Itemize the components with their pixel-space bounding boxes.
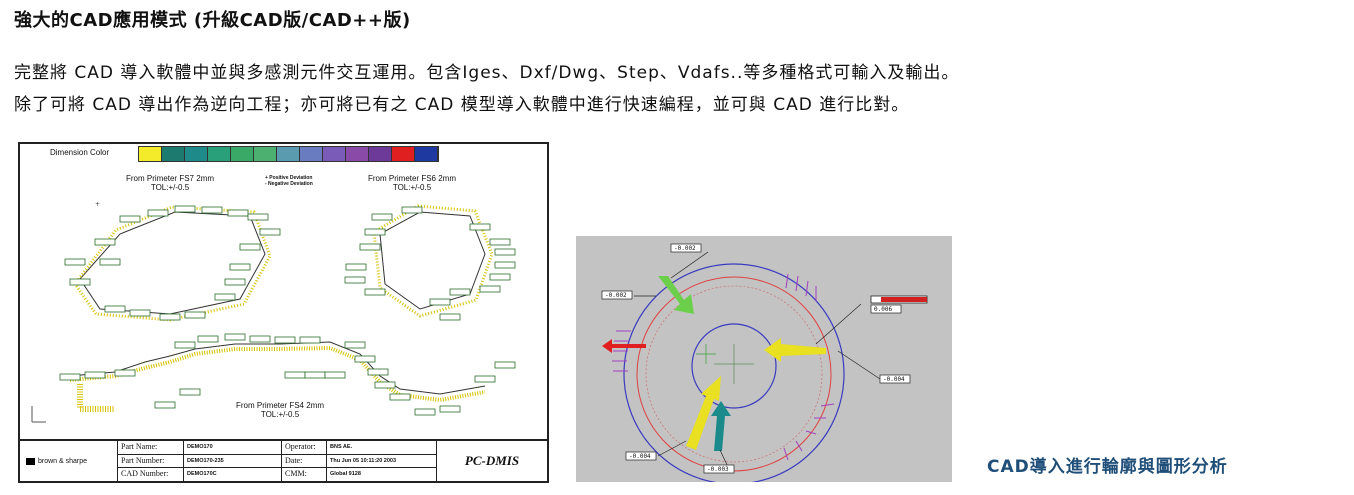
intro-paragraph-line-1: 完整將 CAD 導入軟體中並與多感測元件交互運用。包含Iges、Dxf/Dwg、…: [14, 63, 960, 83]
operator-values-column: BNS AE. Thu Jun 05 10:11:20 2003 Global …: [327, 441, 437, 481]
cad-number-label: CAD Number:: [121, 469, 169, 479]
plot3-tolerance: TOL:+/-0.5: [260, 410, 300, 419]
plot3-title-block: From Primeter FS4 2mm TOL:+/-0.5: [220, 401, 340, 419]
color-swatch-13: [415, 147, 438, 161]
color-swatch-8: [300, 147, 323, 161]
cmm-value: Global 9128: [330, 471, 361, 478]
plot3-title: From Primeter FS4 2mm: [235, 401, 324, 410]
deviation-labels: -0.002 -0.002 0.006 -0.004 -0.004 -0.003: [601, 243, 911, 474]
cad-label-5: -0.004: [629, 453, 651, 460]
axis-markers: +: [31, 201, 100, 423]
operator-labels-column: Operator: Date: CMM:: [282, 441, 327, 481]
brand-logo-icon: [26, 457, 35, 465]
color-swatch-10: [346, 147, 369, 161]
color-swatch-1: [139, 147, 162, 161]
plot3-labels: [59, 333, 516, 416]
color-swatch-3: [185, 147, 208, 161]
brand-name: brown & sharpe: [38, 457, 88, 465]
part-name-value: DEMO170: [184, 441, 281, 455]
plot2-contour: [372, 204, 494, 318]
dimension-color-scale: [138, 146, 439, 162]
color-swatch-9: [323, 147, 346, 161]
svg-text:+: +: [95, 201, 100, 208]
software-name: PC-DMIS: [464, 453, 520, 468]
operator-value: BNS AE.: [327, 441, 436, 455]
color-swatch-11: [369, 147, 392, 161]
dimension-color-label: Dimension Color: [50, 148, 110, 157]
color-swatch-12: [392, 147, 415, 161]
plot3-contour: [69, 341, 486, 412]
red-scale-bar: [870, 295, 928, 304]
part-number-value: DEMO170-235: [184, 455, 281, 469]
part-name-label: Part Name:: [118, 441, 183, 455]
cad-label-box-2: [601, 290, 633, 300]
date-label: Date:: [282, 455, 326, 469]
plot1-title: From Primeter FS7 2mm: [125, 174, 214, 183]
legend-negative: - Negative Deviation: [265, 181, 313, 187]
cad-label-4: -0.004: [883, 376, 905, 383]
cad-label-box-1: [670, 243, 702, 253]
cad-label-1: -0.002: [674, 245, 696, 252]
cad-number-value: DEMO170C: [187, 471, 217, 478]
outer-circles: [623, 263, 845, 485]
part-labels-column: Part Name: Part Number: CAD Number:: [118, 441, 184, 481]
legend-positive: + Positive Deviation: [265, 175, 313, 181]
color-swatch-4: [208, 147, 231, 161]
operator-label: Operator:: [282, 441, 326, 455]
brand-logo: brown & sharpe: [20, 441, 118, 481]
cad-label-6: -0.003: [707, 466, 729, 473]
report-info-table: brown & sharpe Part Name: Part Number: C…: [20, 439, 547, 481]
part-values-column: DEMO170 DEMO170-235 DEMO170C: [184, 441, 282, 481]
plot2-title: From Primeter FS6 2mm: [367, 174, 456, 183]
deviation-whiskers: [612, 273, 835, 461]
cad-label-box-3: [870, 304, 902, 314]
cad-label-box-4: [879, 374, 911, 384]
plot1-tolerance: TOL:+/-0.5: [150, 183, 190, 192]
deviation-legend: + Positive Deviation - Negative Deviatio…: [265, 175, 313, 187]
cmm-label: CMM:: [285, 469, 307, 479]
color-swatch-7: [277, 147, 300, 161]
color-swatch-6: [254, 147, 277, 161]
page-title: 強大的CAD應用模式 (升級CAD版/CAD++版): [14, 10, 411, 31]
date-value: Thu Jun 05 10:11:20 2003: [327, 455, 436, 469]
inspection-report-figure: Dimension Color From Primeter FS7 2mm TO…: [18, 142, 549, 483]
cad-label-2: -0.002: [605, 292, 627, 299]
crosshair: [696, 344, 754, 384]
plot2-title-block: From Primeter FS6 2mm TOL:+/-0.5: [352, 174, 472, 192]
color-swatch-2: [162, 147, 185, 161]
plot2-labels: [344, 206, 516, 321]
plot1-title-block: From Primeter FS7 2mm TOL:+/-0.5: [110, 174, 230, 192]
cad-label-box-6: [703, 464, 735, 474]
deviation-arrows: [602, 276, 826, 451]
part-number-label: Part Number:: [118, 455, 183, 469]
cad-label-3: 0.006: [874, 306, 892, 313]
color-swatch-5: [231, 147, 254, 161]
plot1-labels: [64, 205, 281, 321]
intro-paragraph-line-2: 除了可將 CAD 導出作為逆向工程；亦可將已有之 CAD 模型導入軟體中進行快速…: [14, 95, 910, 115]
leader-lines: [634, 251, 881, 470]
cad-deviation-view: -0.002 -0.002 0.006 -0.004 -0.004 -0.003: [601, 243, 928, 485]
cad-label-box-5: [625, 451, 657, 461]
cad-deviation-figure: -0.002 -0.002 0.006 -0.004 -0.004 -0.003: [576, 236, 952, 485]
figure-caption: CAD導入進行輪廓與圖形分析: [987, 457, 1228, 477]
plot2-tolerance: TOL:+/-0.5: [392, 183, 432, 192]
deviation-plots: +: [31, 201, 516, 423]
